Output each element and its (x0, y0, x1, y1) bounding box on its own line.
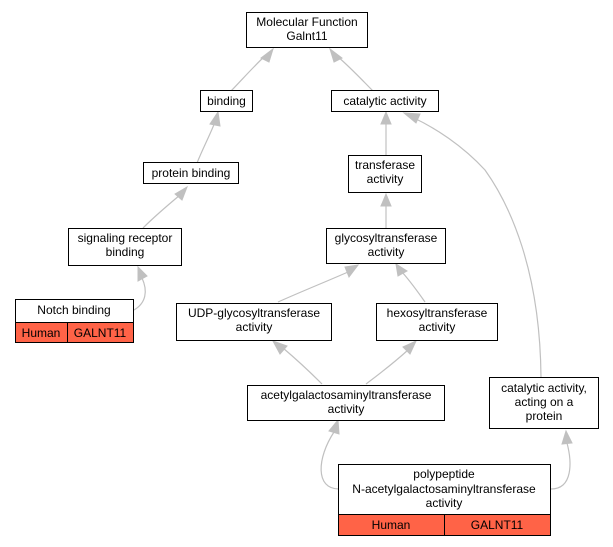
node-label-line: protein binding (152, 166, 231, 180)
node-label-line: acetylgalactosaminyltransferase (261, 388, 432, 402)
node-label-line: catalytic activity (343, 94, 426, 108)
node-label-line: binding (207, 94, 246, 108)
node-label-line: catalytic activity, (501, 381, 587, 395)
edge-signaling-to-protein-binding (142, 185, 188, 229)
node-label-line: activity (419, 320, 456, 334)
edge-binding-to-molecular-function (229, 47, 274, 93)
tag-label: Human (22, 326, 61, 340)
node-protein-binding[interactable]: protein binding (143, 162, 239, 184)
node-transferase-activity[interactable]: transferase activity (348, 155, 422, 193)
edge-polypeptide-to-catalytic-protein (550, 429, 573, 490)
gene-tag-galnt11: GALNT11 (444, 514, 551, 536)
edge-udp-to-glycosyl (277, 264, 360, 303)
node-label-line: activity (367, 172, 404, 186)
tag-label: Human (372, 518, 411, 532)
tag-label: GALNT11 (74, 326, 127, 340)
edge-transferase-to-catalytic (380, 110, 392, 155)
node-label-line: UDP-glycosyltransferase (188, 306, 320, 320)
node-molecular-function[interactable]: Molecular Function Galnt11 (246, 12, 368, 48)
node-acetylgalactosaminyltransferase-activity[interactable]: acetylgalactosaminyltransferase activity (247, 385, 445, 421)
edge-protein-binding-to-binding (196, 110, 221, 164)
node-label-line: activity (426, 496, 463, 510)
edge-catalytic-to-molecular-function (329, 47, 375, 93)
edge-acetyl-to-udp (271, 340, 323, 385)
node-glycosyltransferase-activity[interactable]: glycosyltransferase activity (326, 228, 446, 264)
node-binding[interactable]: binding (200, 90, 253, 112)
node-label-line: binding (106, 245, 145, 259)
gene-tag-galnt11: GALNT11 (67, 322, 134, 343)
node-label-line: Molecular Function (256, 15, 357, 29)
edge-acetyl-to-hexo (365, 339, 418, 385)
edge-catalytic-protein-to-catalytic (402, 112, 542, 378)
node-hexosyltransferase-activity[interactable]: hexosyltransferase activity (376, 303, 498, 341)
edge-hexo-to-glycosyl (395, 262, 426, 303)
node-label-line: activity (368, 245, 405, 259)
node-label-line: hexosyltransferase (387, 306, 488, 320)
node-signaling-receptor-binding[interactable]: signaling receptor binding (68, 228, 182, 266)
species-tag-human: Human (15, 322, 68, 343)
tag-label: GALNT11 (471, 518, 524, 532)
edge-polypeptide-to-acetyl (320, 418, 340, 490)
node-label-line: transferase (355, 158, 415, 172)
node-notch-binding[interactable]: Notch binding Human GALNT11 (15, 299, 134, 343)
node-label-line: N-acetylgalactosaminyltransferase (352, 482, 536, 496)
node-label-line: acting on a (515, 395, 574, 409)
node-label-line: glycosyltransferase (335, 231, 438, 245)
edge-notch-to-signaling (133, 265, 148, 311)
node-udp-glycosyltransferase-activity[interactable]: UDP-glycosyltransferase activity (176, 303, 332, 341)
node-catalytic-activity[interactable]: catalytic activity (331, 90, 439, 112)
node-polypeptide-n-acetylgalactosaminyltransferase-activity[interactable]: polypeptide N-acetylgalactosaminyltransf… (338, 464, 551, 536)
edge-glycosyl-to-transferase (380, 192, 392, 228)
node-label-line: protein (526, 409, 563, 423)
node-label-line: signaling receptor (78, 231, 173, 245)
node-label-line: activity (236, 320, 273, 334)
node-label-line: polypeptide (413, 467, 475, 481)
species-tag-human: Human (338, 514, 445, 536)
node-label-line: Galnt11 (286, 29, 327, 43)
node-label-line: Notch binding (37, 303, 110, 317)
node-catalytic-activity-acting-on-protein[interactable]: catalytic activity, acting on a protein (489, 377, 599, 429)
node-label-line: activity (328, 402, 365, 416)
